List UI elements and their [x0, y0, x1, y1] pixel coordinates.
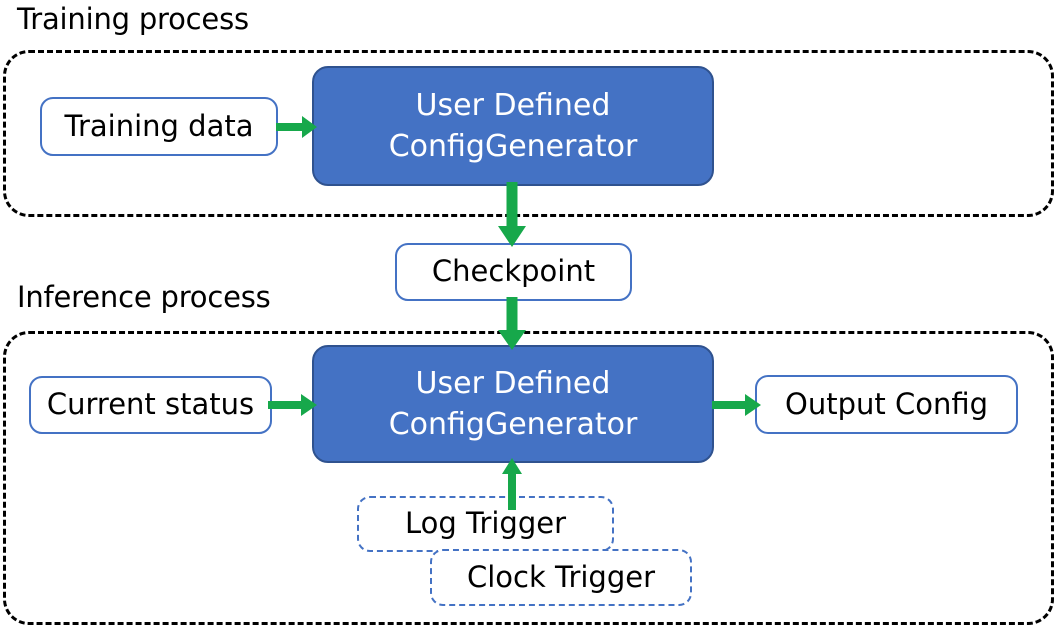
arrow-triggers-to-generator: [501, 458, 523, 510]
generator-training-line2: ConfigGenerator: [388, 129, 638, 164]
user-defined-configgenerator-training[interactable]: User Defined ConfigGenerator: [312, 66, 714, 186]
output-config-label: Output Config: [785, 386, 988, 421]
clock-trigger-label: Clock Trigger: [466, 559, 656, 594]
inference-process-title: Inference process: [17, 280, 271, 314]
arrow-checkpoint-to-generator: [497, 297, 527, 351]
log-trigger-node[interactable]: Log Trigger: [357, 496, 614, 552]
arrow-generator-to-checkpoint: [497, 182, 527, 248]
current-status-node[interactable]: Current status: [29, 376, 272, 434]
generator-inference-line2: ConfigGenerator: [388, 407, 638, 442]
arrow-current-status-to-generator: [268, 390, 318, 420]
user-defined-configgenerator-inference[interactable]: User Defined ConfigGenerator: [312, 345, 714, 463]
training-data-node[interactable]: Training data: [40, 97, 278, 156]
current-status-label: Current status: [46, 387, 255, 422]
inference-process-group: [3, 331, 1054, 625]
training-process-group: [3, 50, 1054, 217]
clock-trigger-node[interactable]: Clock Trigger: [430, 549, 692, 606]
output-config-node[interactable]: Output Config: [755, 375, 1018, 434]
training-data-label: Training data: [64, 108, 254, 143]
training-process-title: Training process: [17, 2, 249, 36]
generator-inference-line1: User Defined: [415, 365, 611, 401]
log-trigger-label: Log Trigger: [404, 506, 567, 541]
arrow-generator-to-output-config: [712, 390, 762, 420]
arrow-training-data-to-generator: [276, 112, 318, 142]
checkpoint-label: Checkpoint: [431, 254, 596, 289]
generator-training-line1: User Defined: [415, 87, 611, 123]
checkpoint-node[interactable]: Checkpoint: [395, 243, 632, 301]
